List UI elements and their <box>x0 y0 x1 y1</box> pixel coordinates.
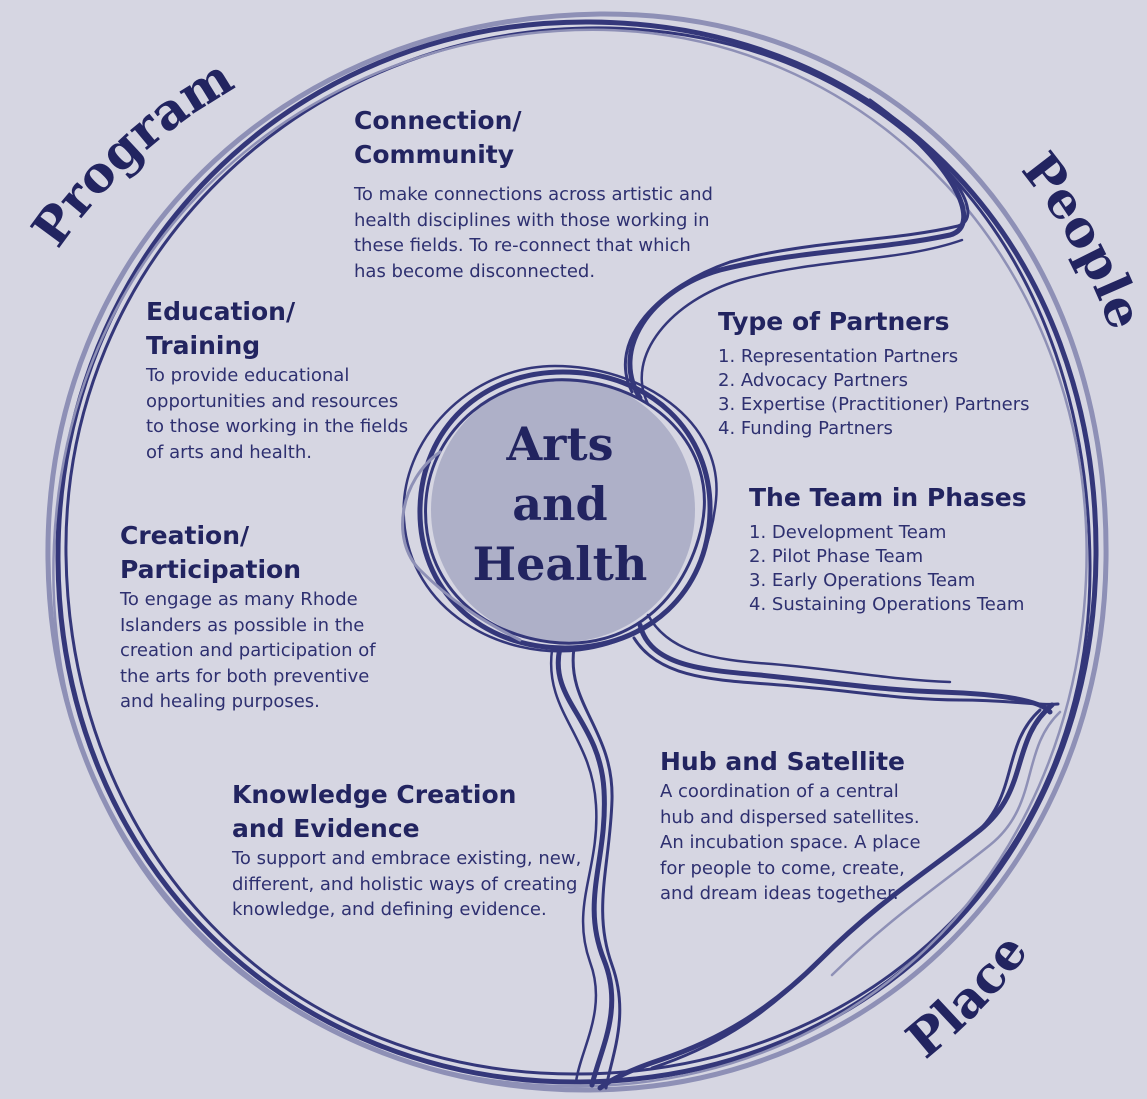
center-disc <box>431 378 695 642</box>
section-partners-title: Type of Partners <box>718 307 950 336</box>
category-program: Program <box>20 47 243 257</box>
list-item: 2. Advocacy Partners <box>718 370 908 391</box>
section-partners: Type of Partners 1. Representation Partn… <box>718 305 1078 441</box>
section-connection-title: Connection/ Community <box>354 106 522 169</box>
partners-list: 1. Representation Partners 2. Advocacy P… <box>718 345 1078 441</box>
center-title-line1: Arts <box>506 417 614 471</box>
category-place: Place <box>895 923 1039 1070</box>
section-knowledge-body: To support and embrace existing, new, di… <box>232 848 582 920</box>
divider-place <box>597 702 1062 1091</box>
section-connection: Connection/ Community To make connection… <box>354 104 774 284</box>
section-knowledge-title: Knowledge Creation and Evidence <box>232 780 517 843</box>
section-hub-body: A coordination of a central hub and disp… <box>660 781 921 904</box>
list-item: 3. Early Operations Team <box>749 570 976 591</box>
list-item: 4. Sustaining Operations Team <box>749 594 1025 615</box>
section-education: Education/ Training To provide education… <box>146 295 446 465</box>
center-title-line2: and <box>512 477 608 531</box>
list-item: 1. Development Team <box>749 522 947 543</box>
section-hub: Hub and Satellite A coordination of a ce… <box>660 745 980 907</box>
outer-stroke-3 <box>52 28 1088 1088</box>
section-team: The Team in Phases 1. Development Team 2… <box>749 481 1069 617</box>
center-title-line3: Health <box>472 537 648 591</box>
divider-people-top <box>623 98 970 406</box>
outer-stroke-1 <box>55 19 1099 1085</box>
outer-stroke-2 <box>64 26 1092 1076</box>
section-creation-title: Creation/ Participation <box>120 521 302 584</box>
divider-people-bottom <box>632 613 1060 715</box>
team-list: 1. Development Team 2. Pilot Phase Team … <box>749 521 1069 617</box>
list-item: 1. Representation Partners <box>718 346 959 367</box>
center-ring <box>401 364 718 653</box>
center-title: Arts and Health <box>440 414 680 594</box>
section-knowledge: Knowledge Creation and Evidence To suppo… <box>232 778 612 923</box>
section-education-body: To provide educational opportunities and… <box>146 365 409 463</box>
section-education-title: Education/ Training <box>146 297 296 360</box>
section-hub-title: Hub and Satellite <box>660 747 905 776</box>
list-item: 2. Pilot Phase Team <box>749 546 924 567</box>
outer-stroke-light <box>45 11 1109 1093</box>
divider-program-place <box>549 645 622 1090</box>
list-item: 4. Funding Partners <box>718 418 893 439</box>
section-team-title: The Team in Phases <box>749 483 1027 512</box>
section-creation: Creation/ Participation To engage as man… <box>120 519 420 715</box>
section-creation-body: To engage as many Rhode Islanders as pos… <box>120 589 376 712</box>
section-connection-body: To make connections across artistic and … <box>354 184 713 282</box>
list-item: 3. Expertise (Practitioner) Partners <box>718 394 1030 415</box>
outer-circle <box>45 11 1109 1093</box>
